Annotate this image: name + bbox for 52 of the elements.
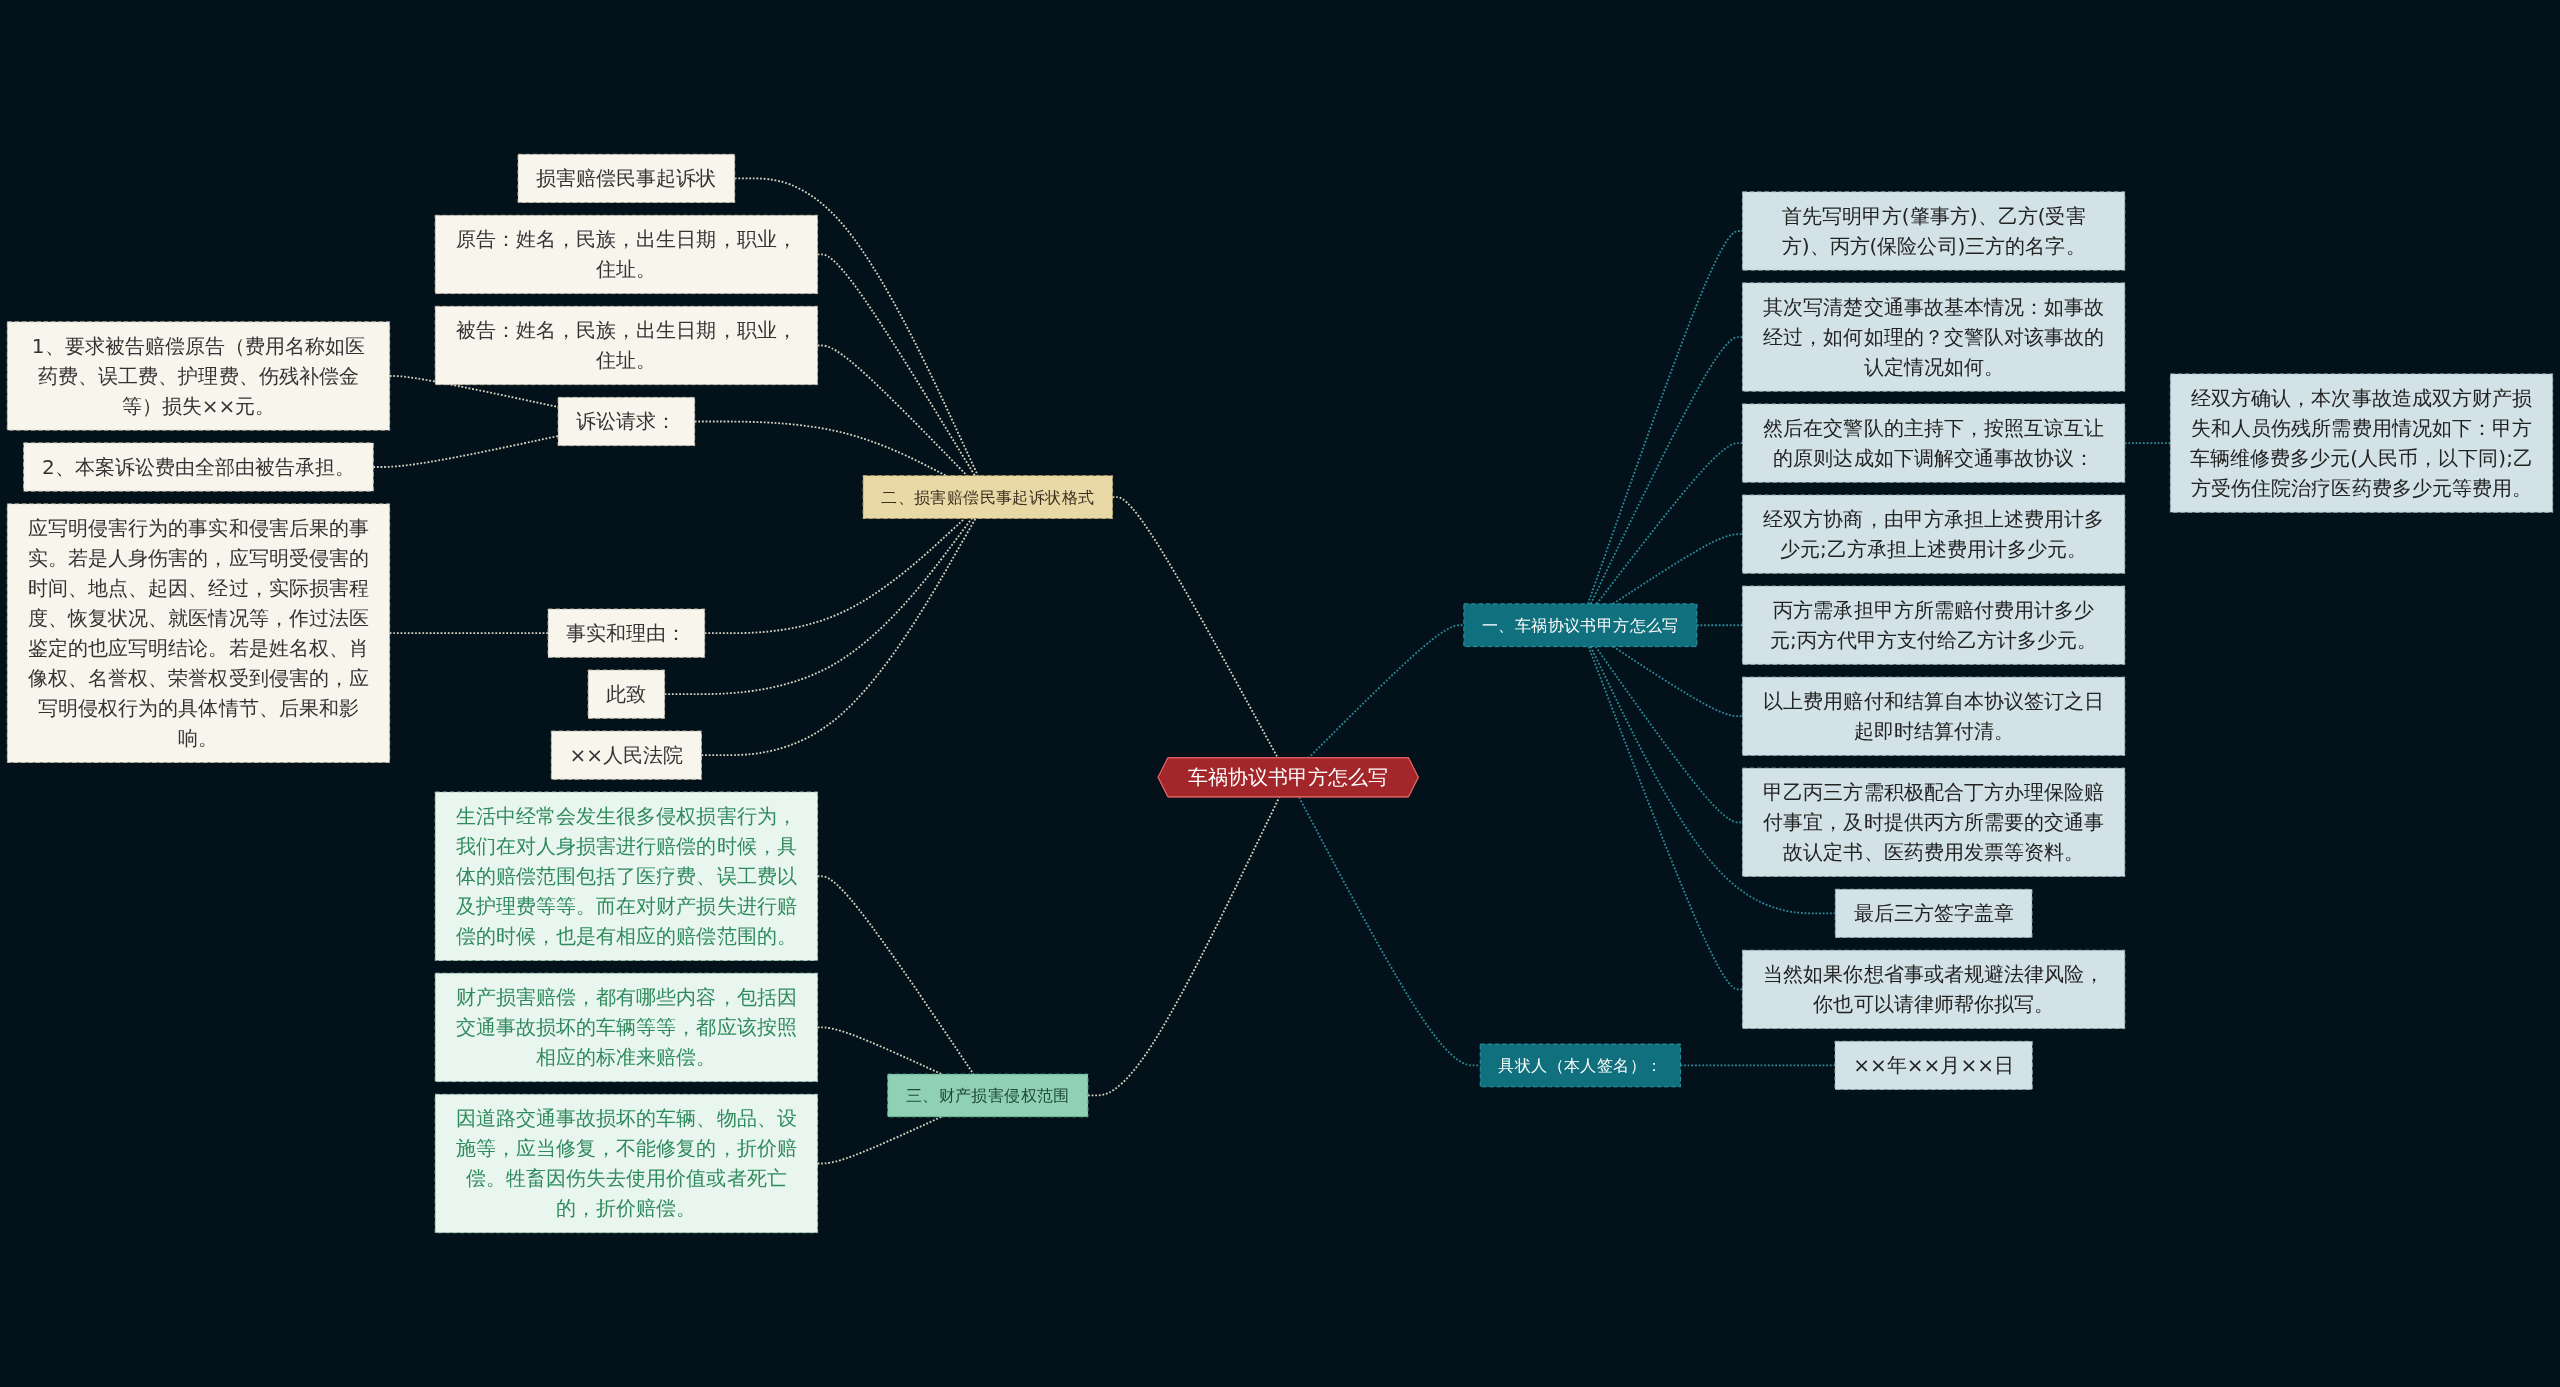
node-box: 经双方协商，由甲方承担上述费用计多少元;乙方承担上述费用计多少元。 [1741, 494, 2126, 574]
node-box: 1、要求被告赔偿原告（费用名称如医药费、误工费、护理费、伤残补偿金等）损失××元。 [6, 321, 391, 431]
node-box: 二、损害赔偿民事起诉状格式 [862, 475, 1113, 519]
connector [816, 253, 976, 477]
node-box: 甲乙丙三方需积极配合丁方办理保险赔付事宜，及时提供丙方所需要的交通事故认定书、医药费用发票等资料。 [1741, 767, 2126, 877]
connector [1612, 645, 1744, 718]
node-box: 首先写明甲方(肇事方)、乙方(受害方)、丙方(保险公司)三方的名字。 [1741, 191, 2126, 271]
node-box: 原告：姓名，民族，出生日期，职业，住址。 [434, 214, 819, 295]
connector [2123, 442, 2172, 445]
node-box: 此致 [587, 669, 666, 719]
node-box: 最后三方签字盖章 [1834, 888, 2033, 938]
node-box: 生活中经常会发生很多侵权损害行为，我们在对人身损害进行赔偿的时候，具体的赔偿范围包括了医疗费、误工费以及护理费等等。而在对财产损失进行赔偿的时候，也是有相应的赔偿范围的。 [434, 791, 819, 961]
connector [1589, 336, 1744, 605]
node-box: 财产损害赔偿，都有哪些内容，包括因交通事故损坏的车辆等等，都应该按照相应的标准来赔偿。 [434, 972, 819, 1083]
connector [693, 420, 947, 477]
node-box: 具状人（本人签名）： [1479, 1043, 1681, 1088]
node-box: ××年××月××日 [1834, 1040, 2033, 1090]
connector [388, 632, 549, 635]
connector [1595, 442, 1744, 605]
node-box: 2、本案诉讼费由全部由被告承担。 [23, 442, 374, 492]
node-box: 三、财产损害侵权范围 [887, 1073, 1089, 1118]
connector [1696, 624, 1744, 627]
connector [1087, 796, 1281, 1097]
connector [663, 517, 973, 696]
node-box: 损害赔偿民事起诉状 [517, 153, 736, 203]
node-box: 然后在交警队的主持下，按照互谅互让的原则达成如下调解交通事故协议： [1741, 403, 2126, 483]
node-box: 其次写清楚交通事故基本情况：如事故经过，如何如理的？交警队对该事故的认定情况如何。 [1741, 282, 2126, 392]
connector [1594, 645, 1744, 824]
connector [1587, 645, 1744, 991]
connector [372, 435, 559, 468]
connector [700, 517, 977, 757]
node-box: 经双方确认，本次事故造成双方财产损失和人员伤残所需费用情况如下：甲方车辆维修费多少元(人民币，以下同);乙方受伤住院治疗医药费多少元等费用。 [2169, 373, 2554, 513]
node-box: 事实和理由： [547, 608, 706, 658]
connector [816, 1115, 943, 1165]
connector [1612, 533, 1744, 605]
connector [1679, 1064, 1836, 1067]
connector [816, 875, 975, 1075]
node-box: 当然如果你想省事或者规避法律风险，你也可以请律师帮你拟写。 [1741, 949, 2126, 1029]
node-box: 诉讼请求： [557, 396, 696, 447]
node-box: 一、车祸协议书甲方怎么写 [1463, 603, 1698, 648]
node-box: 以上费用赔付和结算自本协议签订之日起即时结算付清。 [1741, 676, 2126, 756]
connector [733, 177, 979, 477]
connector [816, 344, 968, 477]
node-box: 应写明侵害行为的事实和侵害后果的事实。若是人身伤害的，应写明受侵害的时间、地点、起因、经过，实际损害程度、恢复状况、就医情况等，作过法医鉴定的也应写明结论。若是姓名权、肖像权、名誉权、荣誉权受到侵害的，应写明侵权行为的具体情节、后果和影响。 [6, 503, 391, 763]
node-box: 丙方需承担甲方所需赔付费用计多少元;丙方代甲方支付给乙方计多少元。 [1741, 585, 2126, 665]
connector [1589, 645, 1837, 915]
connector [1587, 230, 1744, 605]
node-box: 被告：姓名，民族，出生日期，职业，住址。 [434, 305, 819, 386]
node-box: 因道路交通事故损坏的车辆、物品、设施等，应当修复，不能修复的，折价赔偿。牲畜因伤失去使用价值或者死亡的，折价赔偿。 [434, 1093, 819, 1234]
connector [703, 517, 966, 635]
connector [388, 375, 559, 408]
node-box: ××人民法院 [550, 730, 702, 780]
